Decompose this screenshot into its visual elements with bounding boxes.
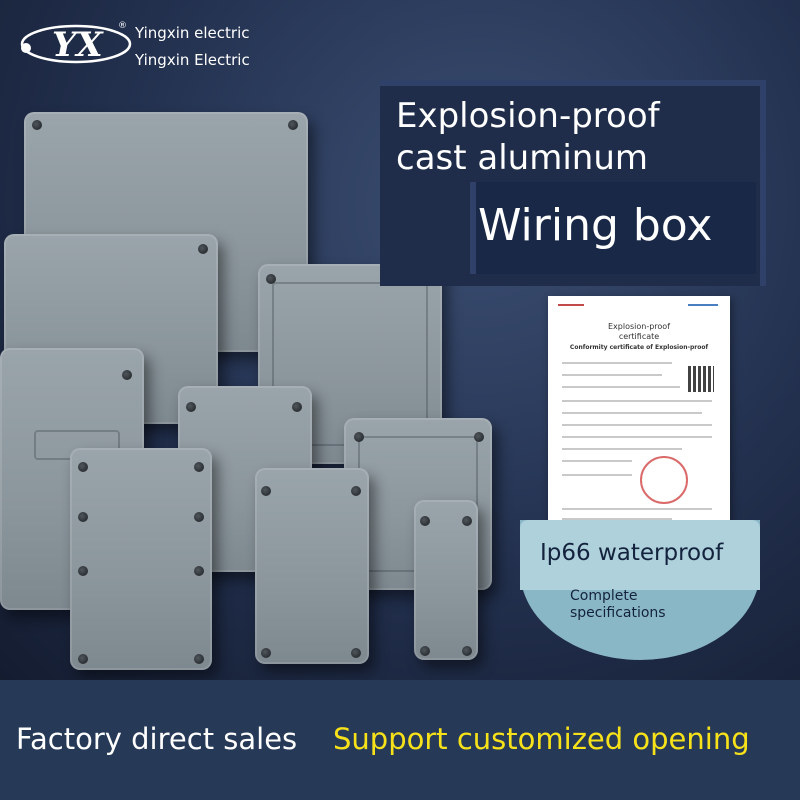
screw-icon <box>351 486 361 496</box>
yx-logo-icon: YX ® <box>20 21 132 65</box>
headline-subpanel <box>470 182 756 274</box>
screw-icon <box>351 648 361 658</box>
screw-icon <box>292 402 302 412</box>
screw-icon <box>261 648 271 658</box>
screw-icon <box>194 654 204 664</box>
badge-title: Ip66 waterproof <box>540 540 724 566</box>
brand-name-line1: Yingxin electric <box>135 24 250 42</box>
footer-banner <box>0 680 800 800</box>
screw-icon <box>420 516 430 526</box>
cert-logo-icon <box>688 304 718 306</box>
logo-mark-text: YX <box>52 25 104 65</box>
cert-heading2: certificate <box>618 332 660 341</box>
cert-seal-icon <box>640 456 688 504</box>
screw-icon <box>78 566 88 576</box>
enclosure-box-front-left <box>70 448 212 670</box>
cert-logo-icon <box>558 304 584 306</box>
screw-icon <box>194 462 204 472</box>
product-photo-area: YX ® Yingxin electric Yingxin Electric <box>0 0 800 680</box>
screw-icon <box>198 244 208 254</box>
cert-heading3: Conformity certificate of Explosion-proo… <box>569 344 709 351</box>
brand-logo: YX ® Yingxin electric Yingxin Electric <box>8 8 250 74</box>
footer-right-text: Support customized opening <box>333 722 750 756</box>
screw-icon <box>194 512 204 522</box>
enclosure-box-small <box>255 468 369 664</box>
screw-icon <box>261 486 271 496</box>
cert-heading1: Explosion-proof <box>607 322 671 331</box>
certificate-document: Explosion-proof certificate Conformity c… <box>548 296 730 528</box>
screw-icon <box>462 516 472 526</box>
screw-icon <box>266 274 276 284</box>
brand-name-line2: Yingxin Electric <box>135 51 250 69</box>
headline-line1: Explosion-proof <box>396 96 660 136</box>
ip66-badge <box>520 520 760 660</box>
screw-icon <box>194 566 204 576</box>
screw-icon <box>420 646 430 656</box>
headline-line3: Wiring box <box>478 200 713 251</box>
screw-icon <box>122 370 132 380</box>
screw-icon <box>78 512 88 522</box>
screw-icon <box>78 462 88 472</box>
qr-code-icon <box>688 366 714 392</box>
screw-icon <box>474 432 484 442</box>
screw-icon <box>78 654 88 664</box>
screw-icon <box>32 120 42 130</box>
screw-icon <box>354 432 364 442</box>
svg-text:®: ® <box>118 21 127 31</box>
footer-left-text: Factory direct sales <box>16 722 298 756</box>
badge-subtitle-line2: specifications <box>570 605 666 621</box>
screw-icon <box>462 646 472 656</box>
screw-icon <box>186 402 196 412</box>
badge-subtitle-line1: Complete <box>570 588 638 604</box>
enclosure-box-tiny <box>414 500 478 660</box>
screw-icon <box>288 120 298 130</box>
headline-line2: cast aluminum <box>396 138 648 178</box>
